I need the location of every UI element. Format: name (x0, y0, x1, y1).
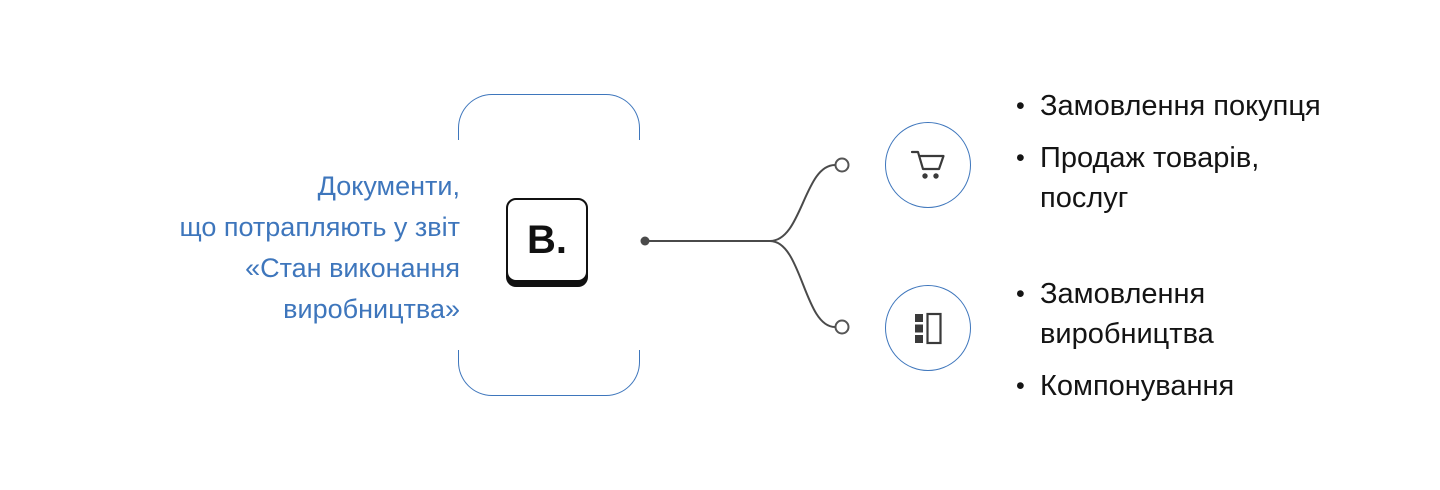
list-item: • Компонування (1016, 366, 1416, 406)
list-item-text: Замовлення покупця (1040, 90, 1321, 122)
report-keycap: В. (506, 198, 588, 282)
fork-start-dot (640, 236, 650, 246)
fork-connector-lines (640, 157, 850, 335)
keycap-label: В. (527, 218, 567, 262)
fork-paths (644, 164, 836, 328)
bracket-bottom (458, 350, 640, 396)
sales-document-list: • Замовлення покупця • Продаж товарів, п… (1016, 86, 1416, 218)
shopping-cart-icon (910, 150, 945, 179)
bullet: • (1016, 280, 1025, 308)
bullet: • (1016, 144, 1025, 172)
list-item: • Продаж товарів, послуг (1016, 138, 1416, 218)
list-item-text: Продаж товарів, послуг (1040, 142, 1260, 214)
intro-text: Документи, що потрапляють у звіт «Стан в… (179, 171, 460, 324)
list-item: • Замовлення виробництва (1016, 274, 1416, 354)
bullet: • (1016, 92, 1025, 120)
production-document-list: • Замовлення виробництва • Компонування (1016, 274, 1416, 406)
fork-end-circle-top (834, 157, 850, 173)
sales-node-circle (885, 122, 971, 208)
bracket-top (458, 94, 640, 140)
list-item-text: Замовлення виробництва (1040, 278, 1214, 350)
production-node-circle (885, 285, 971, 371)
list-item-text: Компонування (1040, 370, 1235, 402)
fork-end-circle-bottom (834, 319, 850, 335)
list-item: • Замовлення покупця (1016, 86, 1416, 126)
production-components-icon (915, 312, 942, 345)
bullet: • (1016, 372, 1025, 400)
